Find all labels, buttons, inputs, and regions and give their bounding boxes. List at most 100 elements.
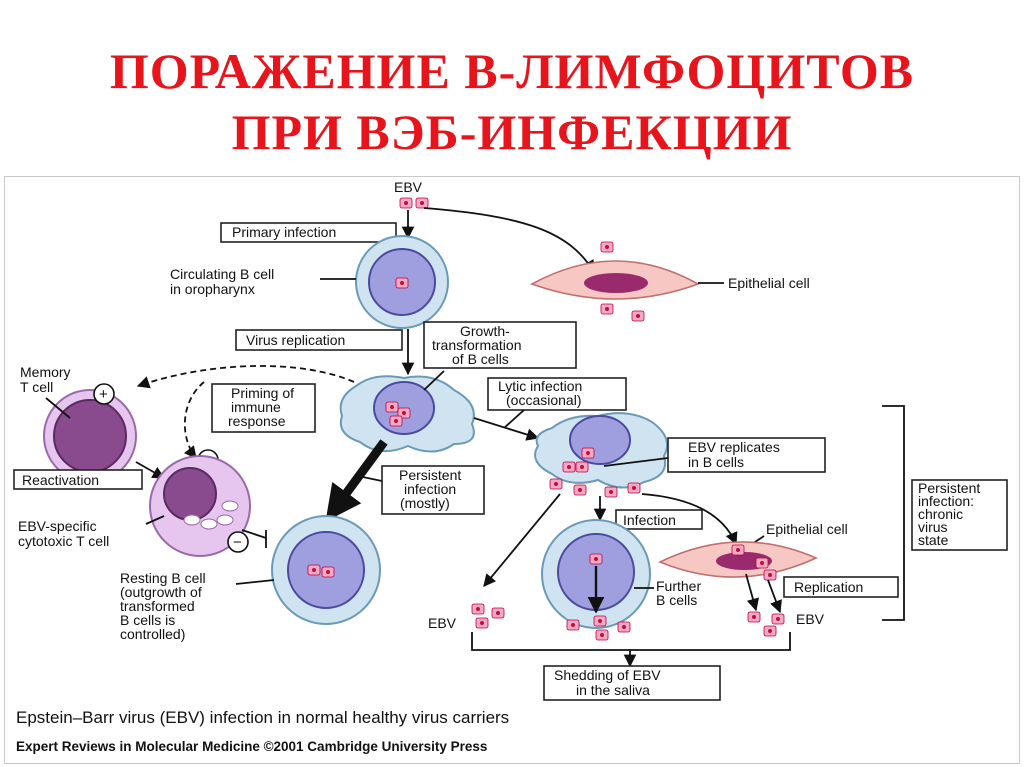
plus-sign-memory: + [93, 383, 115, 405]
arrow-ebv-right-1 [745, 573, 760, 612]
memory-label-2: T cell [20, 379, 53, 395]
resting-label-2: (outgrowth of [120, 584, 202, 600]
shedding-box [543, 665, 721, 701]
virus-particle [471, 603, 485, 615]
transformed-b-cell [339, 375, 475, 453]
ebv-right-label: EBV [796, 611, 825, 627]
shedding-label-1: Shedding of EBV [554, 667, 661, 683]
epithelial-top-label: Epithelial cell [728, 275, 810, 291]
circulating-label-2: in oropharynx [170, 281, 255, 297]
infection-box [615, 509, 703, 530]
resting-label-5: controlled) [120, 626, 185, 642]
growth-label-2: transformation [432, 337, 521, 353]
resting-b-cell [271, 515, 381, 625]
virus-particle [573, 484, 587, 496]
memory-t-cell [43, 389, 137, 483]
persistent-mostly-box [381, 465, 485, 515]
lytic-label-2: (occasional) [506, 392, 581, 408]
ebv-replicates-box [667, 437, 826, 473]
growth-label-1: Growth- [460, 323, 510, 339]
replication-box [783, 576, 899, 598]
persistent-label-1: Persistent [399, 467, 461, 483]
virus-particle [475, 617, 489, 629]
virus-particle [627, 482, 641, 494]
resting-label-3: transformed [120, 598, 195, 614]
chronic-label-2: infection: [918, 493, 974, 509]
virus-particle [595, 629, 609, 641]
figure-source: Expert Reviews in Molecular Medicine ©20… [16, 739, 487, 754]
virus-particle [755, 557, 769, 569]
plus-sign: + [99, 386, 108, 403]
arrow-to-epithelial [423, 207, 595, 274]
minus-sign: − [227, 531, 249, 553]
virus-particle [415, 197, 429, 209]
circulating-b-cell [355, 235, 449, 329]
cytotoxic-t-cell [149, 455, 251, 557]
minus-sign-text: − [233, 534, 242, 551]
lytic-b-cell [534, 412, 668, 489]
virus-replication-box [235, 329, 403, 351]
virus-particle [747, 611, 761, 623]
priming-box [211, 383, 316, 433]
chronic-bracket [882, 405, 905, 621]
priming-label-3: response [228, 413, 286, 429]
ebv-left-label: EBV [428, 615, 457, 631]
arrow-ebv-right-2 [767, 579, 782, 614]
resting-label-4: B cells is [120, 612, 175, 628]
primary-infection-box [220, 222, 397, 243]
ebv-infection-diagram: EBV Primary infection Circulating B cell… [4, 176, 1020, 764]
priming-label-1: Priming of [231, 385, 294, 401]
leader-line [603, 457, 669, 467]
ebv-replicates-label-1: EBV replicates [688, 439, 780, 455]
resting-label-1: Resting B cell [120, 570, 206, 586]
leader-line [235, 579, 275, 585]
virus-particle [604, 486, 618, 498]
epithelial-cell-top [530, 260, 700, 300]
ctl-label-2: cytotoxic T cell [18, 533, 109, 549]
ebv-replicates-label-2: in B cells [688, 454, 744, 470]
primary-infection-label: Primary infection [232, 224, 336, 240]
slide-title-line-2: ПРИ ВЭБ-ИНФЕКЦИИ [231, 104, 793, 160]
chronic-state-box [911, 479, 1008, 551]
chronic-label-5: state [918, 532, 949, 548]
virus-replication-label: Virus replication [246, 332, 345, 348]
priming-label-2: immune [231, 399, 281, 415]
shedding-label-2: in the saliva [576, 682, 650, 698]
leader-line [503, 409, 525, 429]
virus-particle [549, 478, 563, 490]
virus-particle [600, 241, 614, 253]
persistent-label-3: (mostly) [400, 495, 450, 511]
reactivation-box [13, 469, 143, 490]
virus-particle [593, 615, 607, 627]
slide-title-line-1: ПОРАЖЕНИЕ В-ЛИМФОЦИТОВ [109, 43, 915, 99]
growth-transformation-box [423, 321, 577, 369]
growth-label-3: of B cells [452, 351, 509, 367]
virus-particle [491, 607, 505, 619]
leader-line [45, 397, 71, 419]
virus-particle [399, 197, 413, 209]
lytic-infection-box [487, 377, 627, 411]
virus-particle [763, 569, 777, 581]
leader-line [423, 370, 445, 391]
reactivation-label: Reactivation [22, 472, 99, 488]
further-label-2: B cells [656, 592, 697, 608]
dashed-priming-arrow-memory [136, 365, 355, 389]
virus-particle [566, 619, 580, 631]
virus-particle [763, 625, 777, 637]
virus-particle [631, 310, 645, 322]
chronic-label-1: Persistent [918, 480, 980, 496]
further-label-1: Further [656, 578, 701, 594]
virus-particle [731, 544, 745, 556]
leader-line [357, 475, 383, 482]
leader-line [145, 515, 165, 525]
arrow-to-lytic-cell [473, 417, 540, 441]
infection-label: Infection [623, 512, 676, 528]
chronic-label-4: virus [918, 519, 948, 535]
persistent-label-2: infection [404, 481, 456, 497]
figure-caption: Epstein–Barr virus (EBV) infection in no… [16, 708, 509, 727]
inhibition-line [241, 529, 267, 539]
arrow-ebv-left [483, 493, 561, 587]
epithelial-bottom-label: Epithelial cell [766, 521, 848, 537]
diagram-frame [4, 176, 1020, 764]
virus-particle [771, 613, 785, 625]
